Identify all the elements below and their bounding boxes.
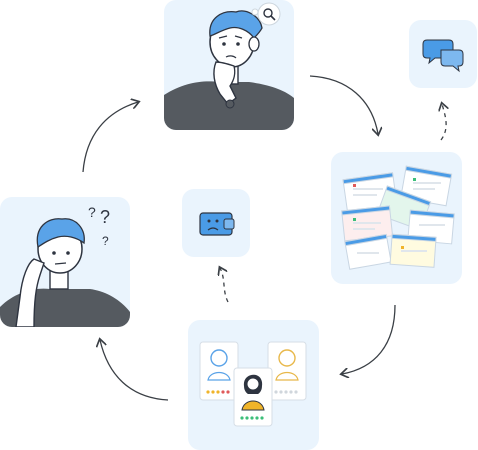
sad-wallet-icon: [199, 212, 235, 236]
question-mark-1: ?: [88, 204, 96, 220]
chat-bubbles-icon: [422, 39, 464, 73]
scattered-documents-icon: [341, 165, 455, 270]
question-mark-3: ?: [102, 234, 109, 248]
arrow-confused-to-thinking: [82, 102, 138, 173]
profile-card-left: [199, 341, 239, 401]
arrow-profiles-to-wallet: [220, 268, 229, 303]
documents-card: [331, 152, 462, 284]
person-confused-icon: ? ? ?: [0, 204, 130, 327]
profile-card-right: [267, 341, 307, 401]
profile-card-middle: [233, 367, 273, 427]
arrow-documents-to-profiles: [342, 304, 396, 374]
profiles-card: [188, 320, 319, 450]
arrow-documents-to-chat: [441, 104, 446, 141]
question-mark-2: ?: [100, 207, 110, 227]
chat-card: [409, 20, 477, 88]
wallet-card: [182, 189, 250, 257]
person-thinking-icon: [164, 2, 294, 130]
arrow-thinking-to-documents: [309, 75, 378, 134]
arrow-profiles-to-confused: [100, 340, 169, 401]
thinking-person-card: [164, 0, 294, 130]
candidate-profiles-icon: [199, 341, 307, 427]
confused-person-card: ? ? ?: [0, 197, 130, 327]
